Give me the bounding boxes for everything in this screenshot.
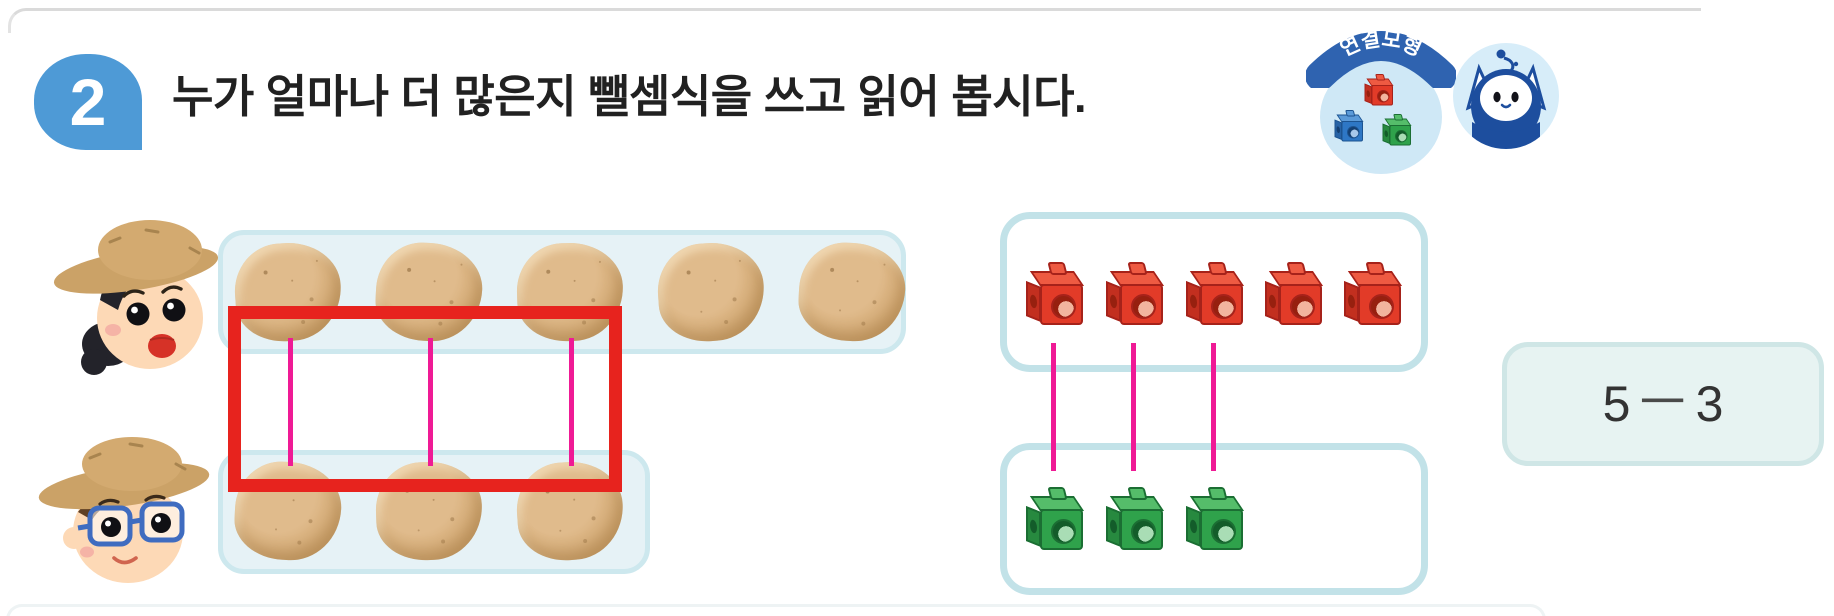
green-cube-icon [1181, 487, 1245, 551]
robot-mascot-icon [1453, 43, 1559, 149]
red-cube-icon [1101, 262, 1165, 326]
match-line [1051, 343, 1056, 471]
green-cube-icon [1101, 487, 1165, 551]
question-title: 누가 얼마나 더 많은지 뺄셈식을 쓰고 읽어 봅시다. [172, 71, 1087, 122]
match-line [1131, 343, 1136, 471]
red-cube-icon [1181, 262, 1245, 326]
model-badge-arc-label: 연결모형 [1306, 27, 1456, 88]
green-cube-icon [1021, 487, 1085, 551]
mini-red-cube-icon [1362, 74, 1394, 106]
model-badge: 연결모형 [1306, 10, 1456, 174]
match-line [1211, 343, 1216, 471]
red-cube-icon [1021, 262, 1085, 326]
boy-farmer-avatar [38, 437, 210, 583]
mini-green-cube-icon [1380, 114, 1412, 146]
question-number: 2 [69, 65, 107, 139]
match-line [288, 338, 293, 466]
mini-blue-cube-icon [1332, 110, 1364, 142]
red-cube-icon [1260, 262, 1324, 326]
match-line [428, 338, 433, 466]
minus-operator: − [1638, 372, 1688, 428]
match-line [569, 338, 574, 466]
difference-highlight-rectangle [228, 306, 622, 492]
subtraction-expression-box: 5 − 3 [1502, 342, 1824, 466]
minuend: 5 [1602, 376, 1631, 432]
red-cube-icon [1339, 262, 1403, 326]
subtrahend: 3 [1695, 376, 1724, 432]
question-number-badge: 2 [34, 54, 142, 150]
section-top-rule [8, 8, 1701, 33]
next-section-rule [6, 604, 1546, 616]
girl-farmer-avatar [53, 220, 219, 375]
